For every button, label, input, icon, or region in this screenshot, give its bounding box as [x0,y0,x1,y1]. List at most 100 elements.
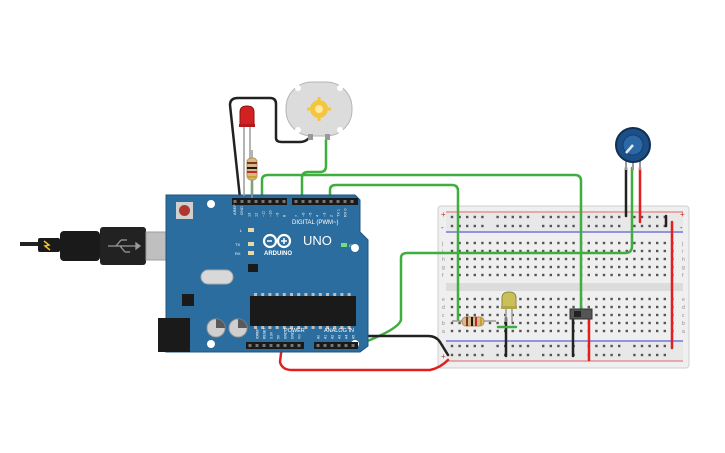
breadboard-hole[interactable] [534,321,537,325]
breadboard-hole[interactable] [466,313,469,317]
resistor-top[interactable] [246,150,258,198]
header-pin-hole[interactable] [261,200,265,203]
rail-hole[interactable] [633,344,636,348]
breadboard-hole[interactable] [542,313,545,317]
rail-hole[interactable] [572,224,575,228]
breadboard-hole[interactable] [640,257,644,261]
breadboard-hole[interactable] [663,241,666,245]
breadboard-hole[interactable] [648,321,651,325]
rail-hole[interactable] [450,215,454,219]
breadboard-hole[interactable] [542,241,545,245]
rail-hole[interactable] [549,215,552,219]
breadboard-hole[interactable] [557,257,560,261]
header-pin-hole[interactable] [343,200,347,203]
breadboard-hole[interactable] [564,329,568,333]
breadboard-hole[interactable] [572,241,575,245]
breadboard-hole[interactable] [648,265,651,269]
rail-hole[interactable] [602,224,606,228]
breadboard-hole[interactable] [572,305,575,309]
breadboard-hole[interactable] [648,305,651,309]
header-pin-hole[interactable] [247,200,251,203]
breadboard-hole[interactable] [648,249,651,253]
rail-hole[interactable] [450,224,454,228]
breadboard-hole[interactable] [466,297,469,301]
rail-hole[interactable] [466,224,469,228]
rail-hole[interactable] [466,353,469,357]
breadboard-hole[interactable] [534,265,537,269]
breadboard-hole[interactable] [549,313,552,317]
breadboard-hole[interactable] [618,241,621,245]
rail-hole[interactable] [572,215,575,219]
breadboard-hole[interactable] [481,241,484,245]
rail-hole[interactable] [496,224,499,228]
breadboard-hole[interactable] [542,321,545,325]
rail-hole[interactable] [511,215,514,219]
rail-hole[interactable] [557,344,560,348]
breadboard-hole[interactable] [595,305,598,309]
breadboard-hole[interactable] [526,257,530,261]
breadboard-hole[interactable] [663,329,666,333]
breadboard-hole[interactable] [526,249,530,253]
breadboard-hole[interactable] [557,321,560,325]
wire-green-motor[interactable] [300,138,328,200]
breadboard-hole[interactable] [458,329,461,333]
breadboard-hole[interactable] [542,257,545,261]
breadboard-hole[interactable] [496,257,499,261]
breadboard-hole[interactable] [595,321,598,325]
breadboard-hole[interactable] [534,273,537,277]
breadboard-hole[interactable] [625,249,628,253]
breadboard-hole[interactable] [450,273,454,277]
breadboard-hole[interactable] [549,257,552,261]
rail-hole[interactable] [496,353,499,357]
breadboard-hole[interactable] [640,321,644,325]
breadboard-hole[interactable] [473,313,476,317]
header-pin-hole[interactable] [275,200,279,203]
breadboard-hole[interactable] [633,321,636,325]
breadboard-hole[interactable] [542,273,545,277]
breadboard-hole[interactable] [549,329,552,333]
breadboard-hole[interactable] [504,249,507,253]
breadboard-hole[interactable] [481,305,484,309]
breadboard-hole[interactable] [496,249,499,253]
breadboard-hole[interactable] [602,329,606,333]
breadboard-hole[interactable] [481,329,484,333]
breadboard-hole[interactable] [458,313,461,317]
breadboard-hole[interactable] [450,257,454,261]
breadboard-hole[interactable] [519,329,522,333]
rail-hole[interactable] [618,215,621,219]
breadboard-hole[interactable] [481,297,484,301]
rail-hole[interactable] [473,224,476,228]
breadboard-hole[interactable] [564,305,568,309]
breadboard-hole[interactable] [633,313,636,317]
breadboard-hole[interactable] [488,273,492,277]
potentiometer[interactable] [615,127,651,170]
breadboard-hole[interactable] [625,329,628,333]
breadboard-hole[interactable] [564,297,568,301]
rail-hole[interactable] [557,224,560,228]
header-pin-hole[interactable] [337,344,341,347]
breadboard-hole[interactable] [526,297,530,301]
rail-hole[interactable] [519,215,522,219]
slide-switch[interactable] [569,308,593,320]
breadboard-hole[interactable] [473,241,476,245]
rail-hole[interactable] [549,224,552,228]
rail-hole[interactable] [564,353,568,357]
breadboard-hole[interactable] [595,241,598,245]
rail-hole[interactable] [610,344,613,348]
rail-hole[interactable] [466,215,469,219]
header-pin-hole[interactable] [262,344,266,347]
rail-hole[interactable] [618,353,621,357]
rail-hole[interactable] [526,215,530,219]
power-jack[interactable] [158,318,190,352]
breadboard-hole[interactable] [557,305,560,309]
breadboard-hole[interactable] [481,313,484,317]
breadboard-hole[interactable] [610,257,613,261]
breadboard-hole[interactable] [549,297,552,301]
breadboard-hole[interactable] [542,329,545,333]
rail-hole[interactable] [663,353,666,357]
breadboard-hole[interactable] [526,305,530,309]
rail-hole[interactable] [656,215,659,219]
header-pin-hole[interactable] [276,344,280,347]
rail-hole[interactable] [602,344,606,348]
rail-hole[interactable] [648,344,651,348]
